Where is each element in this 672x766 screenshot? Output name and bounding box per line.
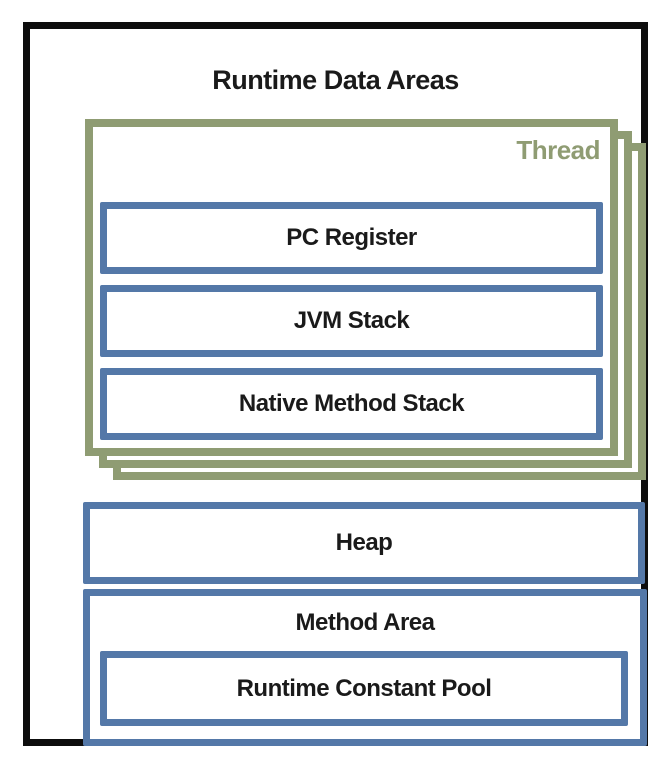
jvm-stack-box: JVM Stack [100,285,603,357]
pc-register-label: PC Register [286,224,417,251]
method-area-label: Method Area [295,609,435,636]
diagram-title: Runtime Data Areas [212,65,459,95]
thread-inner-stack: PC Register JVM Stack Native Method Stac… [100,202,603,451]
heap-label: Heap [335,529,393,556]
pc-register-box: PC Register [100,202,603,274]
jvm-stack-label: JVM Stack [293,307,410,334]
runtime-constant-pool-box: Runtime Constant Pool [100,651,628,726]
heap-box: Heap [83,502,645,584]
thread-box: Thread PC Register JVM Stack Native Meth… [85,119,618,456]
method-area-box: Method Area Runtime Constant Pool [83,589,647,746]
runtime-data-areas-frame: Runtime Data Areas Thread PC Register JV… [23,22,648,746]
native-method-stack-label: Native Method Stack [238,390,465,417]
native-method-stack-box: Native Method Stack [100,368,603,440]
thread-label: Thread [516,135,600,165]
runtime-constant-pool-label: Runtime Constant Pool [236,674,492,702]
